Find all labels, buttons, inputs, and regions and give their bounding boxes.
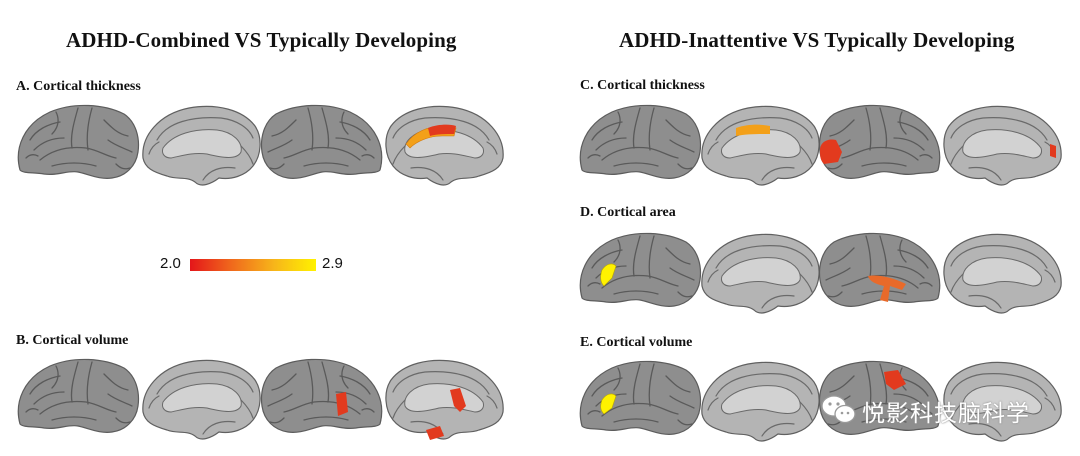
panel-a-label: A. Cortical thickness — [16, 79, 141, 94]
frontal-area-cluster — [600, 263, 617, 287]
panel-a-left-lateral-brain — [17, 104, 140, 180]
panel-b-right-lateral-brain — [260, 358, 383, 434]
left-column-title: ADHD-Combined VS Typically Developing — [66, 28, 457, 52]
watermark: 悦影科技脑科学 — [818, 392, 1068, 428]
panel-d-right-lateral-brain — [818, 232, 941, 308]
temporal-area-cluster — [868, 275, 906, 302]
watermark-text: 悦影科技脑科学 — [862, 401, 1030, 427]
panel-b-left-medial-brain — [142, 359, 261, 440]
colorbar-min-label: 2.0 — [160, 255, 181, 272]
colorbar: 2.0 2.9 — [160, 255, 360, 275]
medial-volume-cluster-lower — [426, 426, 444, 440]
panel-c-left-lateral-brain — [579, 104, 702, 180]
frontal-volume-cluster — [600, 393, 617, 415]
panel-e-right-lateral-brain — [818, 360, 941, 436]
posterior-cingulate-cluster — [428, 124, 456, 136]
panel-c-label: C. Cortical thickness — [580, 78, 705, 93]
panel-c-right-lateral-brain — [818, 104, 941, 180]
occipital-medial-cluster — [1050, 144, 1056, 158]
panel-d-left-lateral-brain — [579, 232, 702, 308]
occipital-thickness-cluster — [820, 139, 842, 164]
wechat-icon — [821, 395, 856, 424]
panel-d-label: D. Cortical area — [580, 205, 676, 220]
parietal-volume-cluster — [884, 370, 906, 390]
medial-volume-cluster-upper — [450, 388, 466, 412]
colorbar-gradient — [190, 259, 316, 271]
panel-b-right-medial-brain — [385, 359, 504, 440]
panel-c-right-medial-brain — [943, 105, 1062, 186]
colorbar-max-label: 2.9 — [322, 255, 343, 272]
panel-b-left-lateral-brain — [17, 358, 140, 434]
medial-thickness-cluster — [736, 124, 770, 136]
panel-d-right-medial-brain — [943, 233, 1062, 314]
lateral-volume-cluster — [336, 392, 348, 416]
panel-c-left-medial-brain — [701, 105, 820, 186]
panel-b-label: B. Cortical volume — [16, 333, 129, 348]
panel-d-left-medial-brain — [701, 233, 820, 314]
panel-e-left-lateral-brain — [579, 360, 702, 436]
right-column-title: ADHD-Inattentive VS Typically Developing — [619, 28, 1015, 52]
panel-a-right-lateral-brain — [260, 104, 383, 180]
panel-a-left-medial-brain — [142, 105, 261, 186]
panel-e-left-medial-brain — [701, 361, 820, 442]
panel-e-label: E. Cortical volume — [580, 335, 693, 350]
panel-a-right-medial-brain — [385, 105, 504, 186]
